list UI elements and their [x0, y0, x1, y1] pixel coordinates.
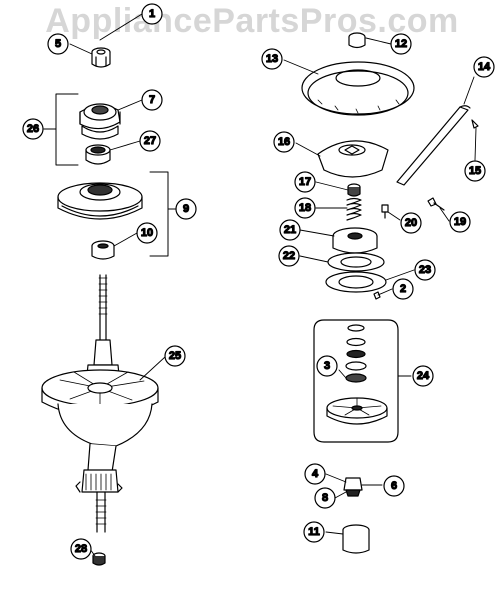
- part-pulley-hub: [79, 103, 121, 140]
- callout-27: 27: [139, 130, 161, 152]
- bracket-9: [149, 171, 177, 257]
- callout-26: 26: [22, 118, 44, 140]
- svg-text:12: 12: [395, 38, 407, 50]
- svg-text:9: 9: [183, 203, 189, 215]
- part-screw: [381, 204, 389, 219]
- svg-text:20: 20: [405, 217, 417, 229]
- callout-16: 16: [273, 131, 295, 153]
- callout-2: 2: [392, 278, 414, 300]
- callout-23: 23: [414, 259, 436, 281]
- svg-text:17: 17: [299, 176, 311, 188]
- callout-25: 25: [164, 345, 186, 367]
- watermark: AppliancePartsPros.com: [45, 2, 459, 40]
- part-bearing-housing: [57, 182, 143, 220]
- callout-10: 10: [136, 222, 158, 244]
- callout-15: 15: [464, 160, 486, 182]
- part-bearing: [91, 240, 115, 260]
- callout-4: 4: [304, 463, 326, 485]
- part-clutch-drum: [332, 227, 378, 254]
- svg-text:8: 8: [322, 492, 328, 504]
- callout-14: 14: [473, 56, 495, 78]
- bracket-26: [43, 93, 79, 166]
- svg-text:10: 10: [141, 227, 153, 239]
- svg-text:19: 19: [454, 216, 466, 228]
- callout-20: 20: [400, 212, 422, 234]
- part-spring: [346, 197, 362, 221]
- svg-text:4: 4: [312, 468, 319, 480]
- svg-text:24: 24: [417, 370, 430, 382]
- part-fitting: [343, 477, 363, 497]
- part-nut: [91, 47, 111, 68]
- svg-text:2: 2: [400, 283, 406, 295]
- part-brake-assembly: [313, 319, 399, 443]
- callout-13: 13: [261, 48, 283, 70]
- callout-28: 28: [70, 538, 92, 560]
- svg-text:18: 18: [299, 202, 311, 214]
- svg-text:21: 21: [284, 224, 296, 236]
- part-ring: [85, 144, 111, 165]
- part-washer: [325, 271, 387, 293]
- callout-19: 19: [449, 211, 471, 233]
- callout-11: 11: [303, 521, 325, 543]
- callout-9: 9: [175, 198, 197, 220]
- callout-7: 7: [141, 89, 163, 111]
- callout-12: 12: [390, 33, 412, 55]
- part-clip: [471, 119, 479, 129]
- part-cone-plate: [317, 140, 389, 178]
- callout-8: 8: [314, 487, 336, 509]
- callout-22: 22: [278, 245, 300, 267]
- svg-text:11: 11: [308, 526, 320, 538]
- callout-21: 21: [279, 219, 301, 241]
- svg-text:1: 1: [149, 8, 155, 20]
- svg-text:5: 5: [55, 38, 61, 50]
- part-bolt: [427, 197, 445, 211]
- part-cover-plate: [301, 61, 415, 116]
- svg-text:25: 25: [169, 350, 181, 362]
- svg-text:26: 26: [27, 123, 39, 135]
- svg-text:16: 16: [278, 136, 290, 148]
- svg-text:15: 15: [469, 165, 481, 177]
- part-screw-small: [373, 291, 381, 300]
- svg-text:22: 22: [283, 250, 295, 262]
- part-lever: [396, 105, 471, 186]
- callout-6: 6: [383, 475, 405, 497]
- svg-text:13: 13: [266, 53, 278, 65]
- part-bushing: [92, 552, 106, 566]
- callout-1: 1: [141, 3, 163, 25]
- svg-text:27: 27: [144, 135, 156, 147]
- part-clutch-disc: [327, 252, 385, 272]
- part-cap: [348, 32, 366, 49]
- callout-3: 3: [316, 355, 338, 377]
- callout-5: 5: [47, 33, 69, 55]
- part-cylinder: [342, 524, 370, 554]
- svg-text:6: 6: [391, 480, 397, 492]
- callout-18: 18: [294, 197, 316, 219]
- callout-24: 24: [412, 365, 434, 387]
- callout-17: 17: [294, 171, 316, 193]
- part-transmission: [41, 274, 159, 533]
- svg-text:14: 14: [478, 61, 491, 73]
- svg-text:23: 23: [419, 264, 431, 276]
- svg-text:28: 28: [75, 543, 87, 555]
- svg-text:3: 3: [324, 360, 330, 372]
- svg-text:7: 7: [149, 94, 155, 106]
- part-cup: [347, 183, 361, 197]
- leader-lines: [69, 13, 477, 557]
